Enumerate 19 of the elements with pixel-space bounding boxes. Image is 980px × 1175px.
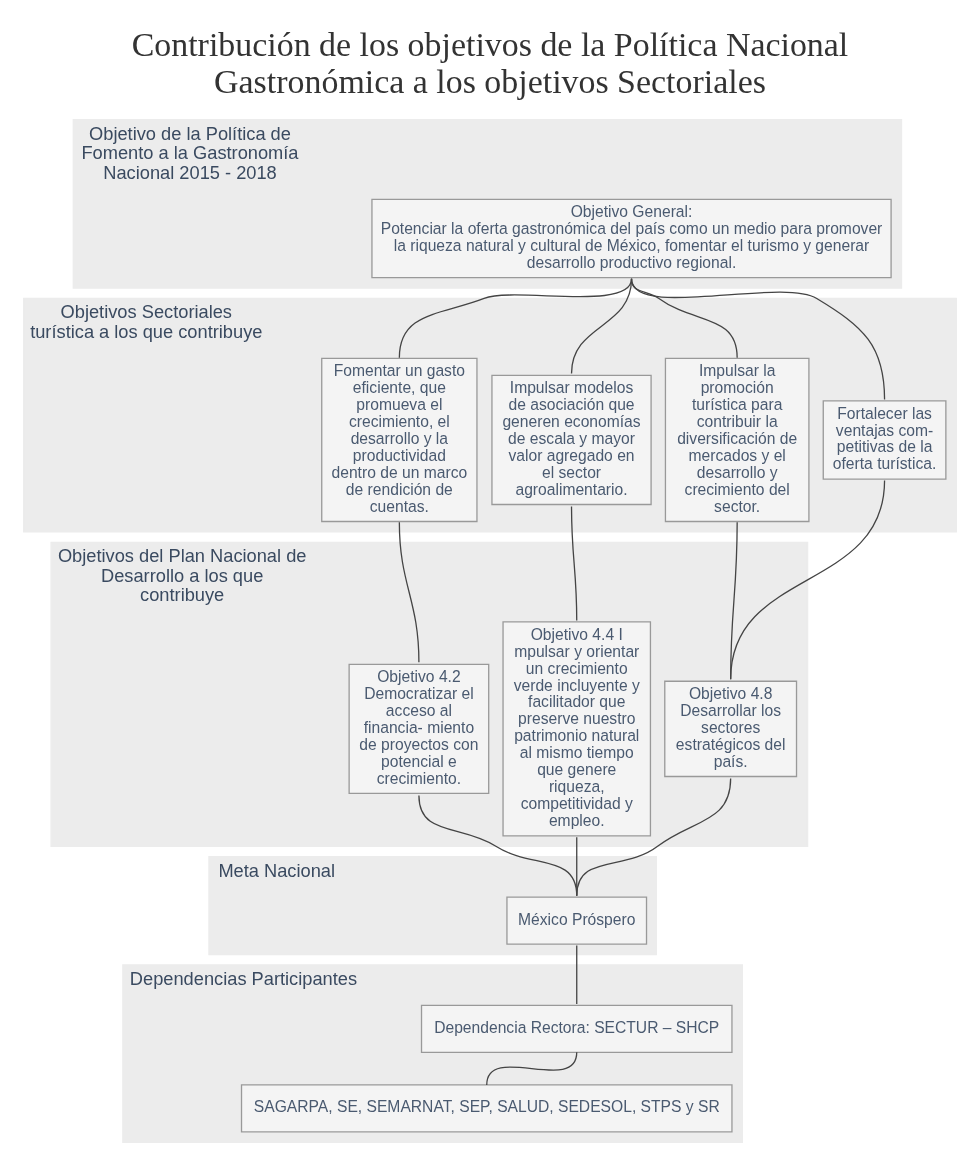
- connector: [630, 277, 886, 400]
- node-box: Fomentar un gasto eficiente, que promueva el crecimiento, el desarrollo y la productividad dentro de un marco de rendición de cuentas.: [321, 357, 478, 522]
- connector: [570, 505, 578, 621]
- node-box: SAGARPA, SE, SEMARNAT, SEP, SALUD, SEDESOL, STPS y SR: [240, 1083, 733, 1133]
- node-box: Objetivo 4.2 Democratizar el acceso al financia- miento de proyectos con potencial e crecimiento.: [348, 663, 490, 794]
- node-box: Fortalecer las ventajas com- petitivas de la oferta turística.: [822, 399, 947, 480]
- connector: [486, 1051, 578, 1086]
- node-box: Objetivo 4.8 Desarrollar los sectores estratégicos del país.: [664, 680, 798, 777]
- connector: [398, 521, 420, 663]
- node-box: Dependencia Rectora: SECTUR – SHCP: [420, 1004, 733, 1053]
- connector: [730, 479, 886, 680]
- node-box: Objetivo General: Potenciar la oferta gastronómica del país como un medio para promover la riqueza natural y cultural de México, fomentar el turismo y generar desarrollo productivo regional.: [371, 198, 892, 278]
- connector: [576, 944, 578, 1005]
- connector: [576, 777, 732, 896]
- node-box: Impulsar la promoción turística para contribuir la diversificación de mercados y el desarrollo y crecimiento del sector.: [664, 357, 810, 522]
- node-box: Objetivo 4.4 I mpulsar y orientar un crecimiento verde incluyente y facilitador que preserve nuestro patrimonio natural al mismo tiempo que genere riqueza, competitividad y empleo.: [502, 620, 652, 836]
- node-box: México Próspero: [506, 896, 648, 945]
- node-box: Impulsar modelos de asociación que generen economías de escala y mayor valor agregado en el sector agroalimentario.: [491, 374, 652, 505]
- diagram-title: Contribución de los objetivos de la Política Nacional Gastronómica a los objetivos Sectoriales: [131, 25, 849, 100]
